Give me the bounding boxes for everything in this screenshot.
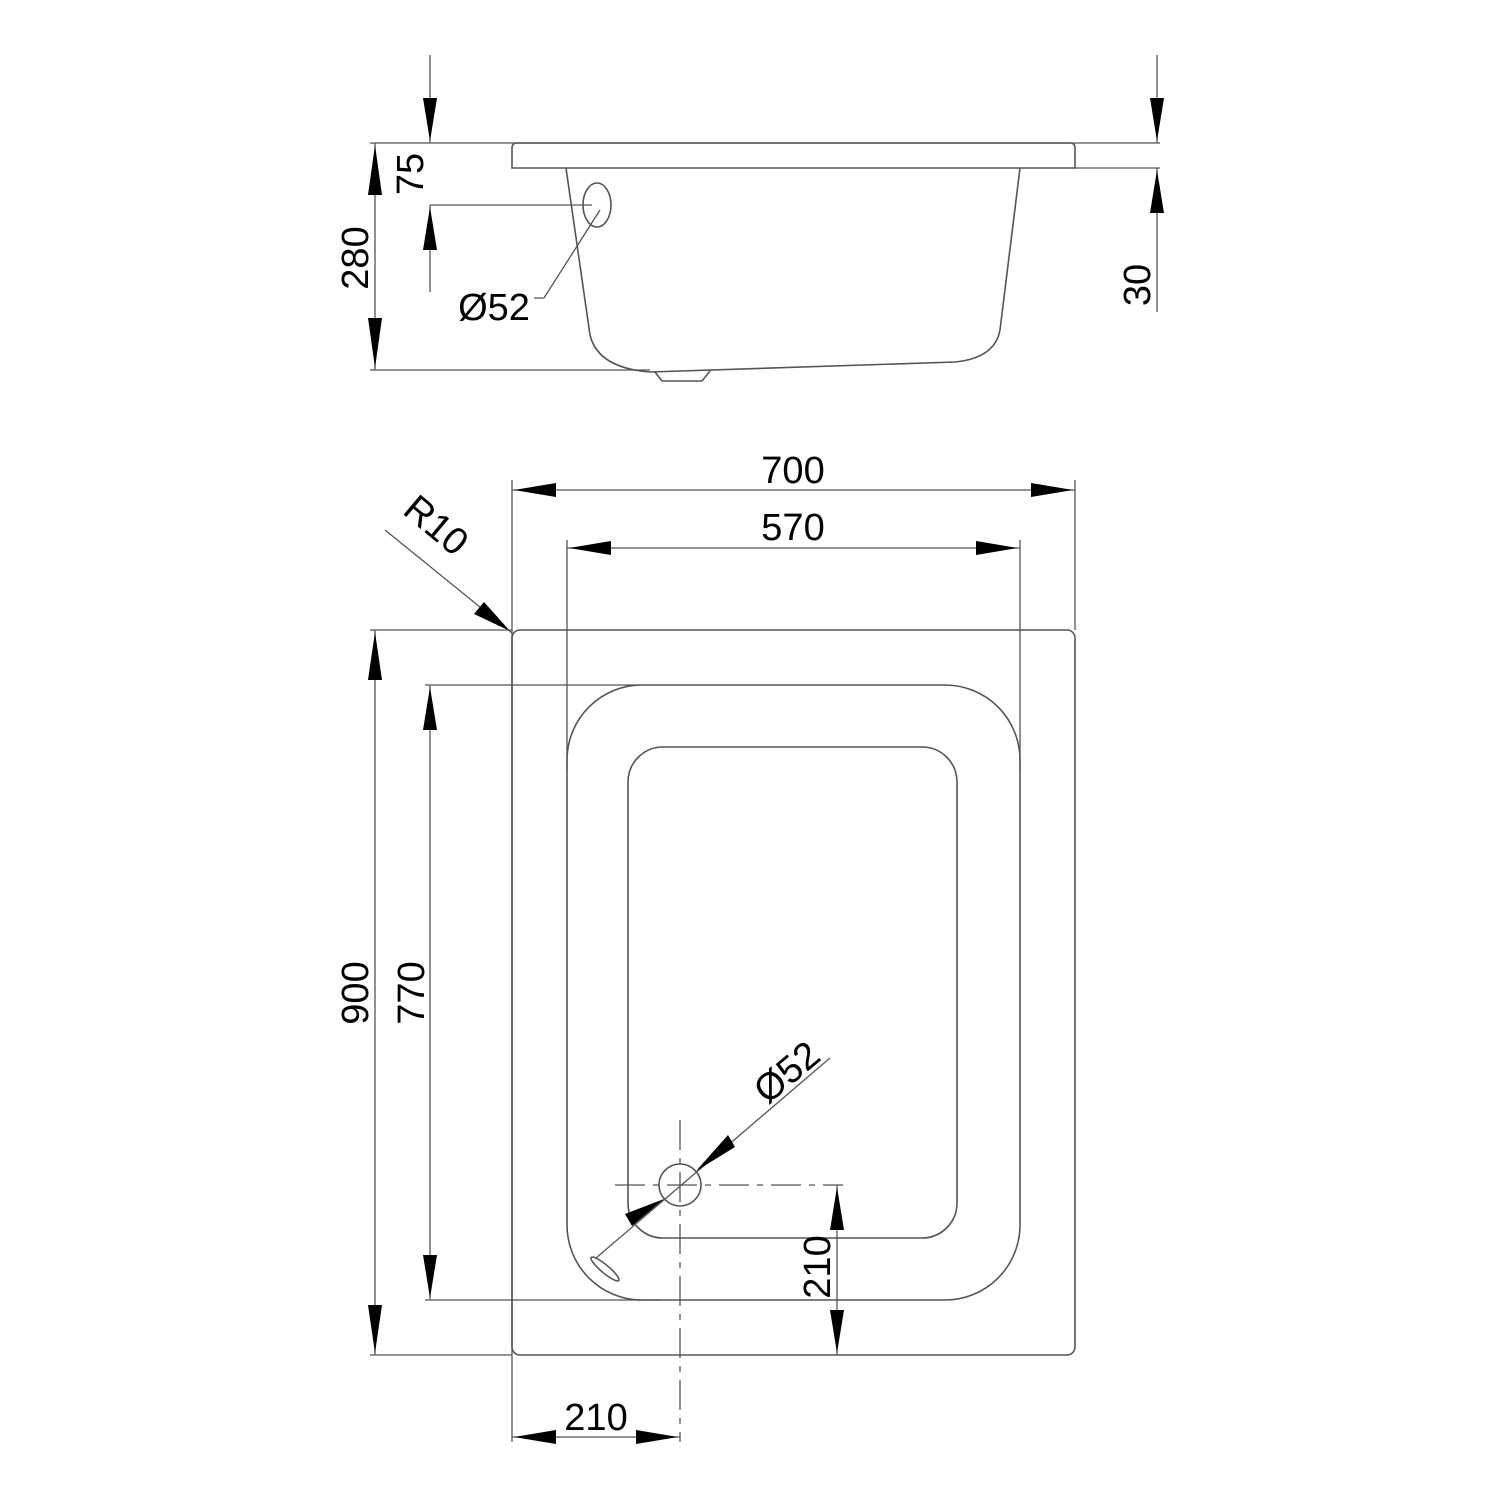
arrow-icon	[696, 1135, 735, 1171]
arrow-icon	[368, 145, 382, 195]
dim-900-label: 900	[335, 961, 377, 1024]
dim-280-label: 280	[335, 226, 377, 289]
overflow-hole	[582, 182, 612, 228]
drain-hole	[658, 1163, 702, 1207]
arrow-icon	[514, 1430, 556, 1444]
arrow-icon	[423, 207, 437, 250]
dim-570-label: 570	[761, 507, 824, 549]
tray-outer-edge	[511, 629, 1076, 1356]
arrow-icon	[423, 687, 437, 730]
plan-view: 700 570 R10 900 770 Ø52	[335, 450, 1076, 1444]
dim-770-label: 770	[391, 961, 433, 1024]
overflow-hole	[590, 1256, 620, 1282]
arrow-icon	[830, 1310, 844, 1353]
overflow-diameter-label: Ø52	[458, 287, 530, 329]
drain-diameter-label: Ø52	[746, 1034, 828, 1112]
basin-floor	[627, 746, 958, 1239]
arrow-icon	[474, 602, 510, 631]
arrow-icon	[636, 1430, 678, 1444]
dim-210-vertical-label: 210	[797, 1235, 839, 1298]
dim-30-label: 30	[1117, 264, 1159, 306]
dim-700-label: 700	[761, 450, 824, 492]
overflow-leader	[534, 209, 601, 299]
arrow-icon	[368, 1305, 382, 1353]
arrow-icon	[423, 98, 437, 141]
arrow-icon	[830, 1187, 844, 1230]
arrow-icon	[514, 483, 556, 497]
drain-outlet	[654, 370, 711, 382]
radius-label: R10	[396, 487, 476, 564]
basin-outline	[565, 167, 1021, 373]
flange-outline	[511, 142, 1076, 169]
arrow-icon	[625, 1199, 664, 1226]
dim-210-horizontal-label: 210	[564, 1397, 627, 1439]
side-view: 280 75 Ø52 30	[335, 55, 1164, 382]
arrow-icon	[368, 632, 382, 680]
arrow-icon	[569, 541, 611, 555]
arrow-icon	[1031, 483, 1073, 497]
arrow-icon	[1150, 98, 1164, 141]
basin-edge	[566, 684, 1021, 1301]
arrow-icon	[976, 541, 1018, 555]
dim-75-label: 75	[390, 153, 432, 195]
arrow-icon	[1150, 170, 1164, 213]
arrow-icon	[368, 318, 382, 368]
arrow-icon	[423, 1255, 437, 1298]
